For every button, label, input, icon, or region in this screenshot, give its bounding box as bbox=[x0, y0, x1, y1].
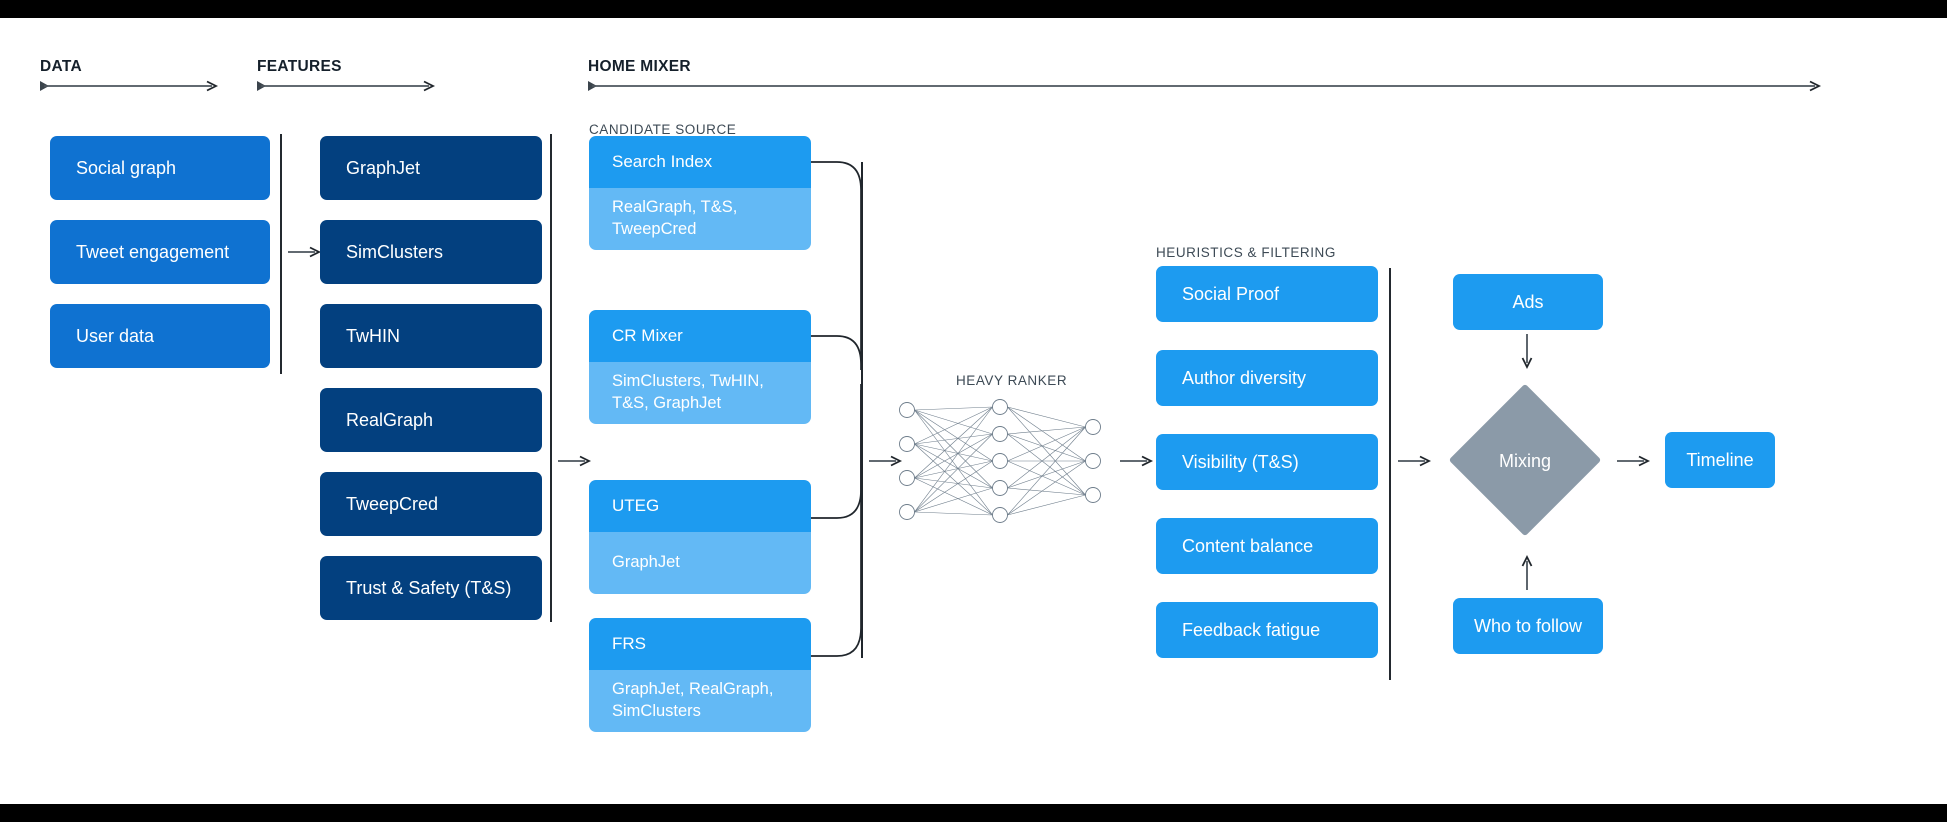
candidate-sources-brace bbox=[811, 158, 931, 658]
feature-box-label: TweepCred bbox=[346, 493, 439, 514]
candidate-source-card-search-index[interactable]: Search Index RealGraph, T&S, TweepCred bbox=[589, 136, 811, 250]
data-axis-arrow bbox=[40, 80, 220, 92]
feature-box-label: TwHIN bbox=[346, 325, 400, 346]
candidate-source-card-frs[interactable]: FRS GraphJet, RealGraph, SimClusters bbox=[589, 618, 811, 732]
output-box-who-to-follow[interactable]: Who to follow bbox=[1453, 598, 1603, 654]
candidate-source-card-cr-mixer[interactable]: CR Mixer SimClusters, TwHIN, T&S, GraphJ… bbox=[589, 310, 811, 424]
heuristic-box-label: Author diversity bbox=[1182, 367, 1307, 388]
data-box-label: User data bbox=[76, 325, 155, 346]
candidate-source-features: RealGraph, T&S, TweepCred bbox=[589, 188, 811, 250]
sublabel-heavy-ranker: HEAVY RANKER bbox=[956, 373, 1068, 388]
heuristic-box-feedback-fatigue[interactable]: Feedback fatigue bbox=[1156, 602, 1378, 658]
arrow-mixing-to-timeline bbox=[1617, 455, 1651, 467]
features-axis-arrow bbox=[257, 80, 437, 92]
divider-features-homemixer bbox=[550, 134, 552, 622]
candidate-source-name: UTEG bbox=[589, 480, 811, 532]
output-box-ads[interactable]: Ads bbox=[1453, 274, 1603, 330]
arrow-features-to-candidates bbox=[558, 455, 592, 467]
candidate-source-name: Search Index bbox=[589, 136, 811, 188]
heuristic-box-author-diversity[interactable]: Author diversity bbox=[1156, 350, 1378, 406]
feature-box-label: GraphJet bbox=[346, 157, 421, 178]
feature-box-label: Trust & Safety (T&S) bbox=[346, 577, 512, 598]
heuristic-box-label: Feedback fatigue bbox=[1182, 619, 1321, 640]
top-letterbox-bar bbox=[0, 0, 1947, 18]
heuristic-box-visibility[interactable]: Visibility (T&S) bbox=[1156, 434, 1378, 490]
bottom-letterbox-bar bbox=[0, 804, 1947, 822]
arrow-data-to-features bbox=[288, 246, 322, 258]
heavy-ranker-network bbox=[895, 396, 1110, 526]
home-mixer-axis-arrow bbox=[588, 80, 1823, 92]
section-header-home-mixer: HOME MIXER bbox=[588, 58, 691, 75]
candidate-source-features: GraphJet, RealGraph, SimClusters bbox=[589, 670, 811, 732]
brace-spine bbox=[861, 162, 863, 658]
arrow-ads-to-mixing bbox=[1521, 334, 1533, 370]
feature-box-realgraph[interactable]: RealGraph bbox=[320, 388, 542, 452]
candidate-source-features: GraphJet bbox=[589, 532, 811, 594]
sublabel-candidate-source: CANDIDATE SOURCE bbox=[589, 122, 737, 137]
candidate-source-features: SimClusters, TwHIN, T&S, GraphJet bbox=[589, 362, 811, 424]
section-header-data: DATA bbox=[40, 58, 82, 75]
data-box-label: Tweet engagement bbox=[76, 241, 230, 262]
output-box-label: Timeline bbox=[1686, 449, 1754, 470]
candidate-source-name: CR Mixer bbox=[589, 310, 811, 362]
mixing-label: Mixing bbox=[1498, 450, 1551, 471]
diagram-canvas: DATA FEATURES HOME MIXER CANDIDATE SOURC… bbox=[0, 18, 1947, 804]
candidate-source-card-uteg[interactable]: UTEG GraphJet bbox=[589, 480, 811, 594]
output-box-timeline[interactable]: Timeline bbox=[1665, 432, 1775, 488]
feature-box-trust-safety[interactable]: Trust & Safety (T&S) bbox=[320, 556, 542, 620]
candidate-source-name: FRS bbox=[589, 618, 811, 670]
feature-box-graphjet[interactable]: GraphJet bbox=[320, 136, 542, 200]
data-box-user-data[interactable]: User data bbox=[50, 304, 270, 368]
output-box-label: Who to follow bbox=[1473, 615, 1583, 636]
divider-heuristics-output bbox=[1389, 268, 1391, 680]
heuristic-box-label: Visibility (T&S) bbox=[1182, 451, 1299, 472]
heuristic-box-label: Social Proof bbox=[1182, 283, 1280, 304]
data-box-tweet-engagement[interactable]: Tweet engagement bbox=[50, 220, 270, 284]
data-box-social-graph[interactable]: Social graph bbox=[50, 136, 270, 200]
sublabel-heuristics: HEURISTICS & FILTERING bbox=[1156, 245, 1336, 260]
arrow-ranker-to-heuristics bbox=[1120, 455, 1154, 467]
feature-box-twhin[interactable]: TwHIN bbox=[320, 304, 542, 368]
output-box-label: Ads bbox=[1512, 291, 1544, 312]
heuristic-box-social-proof[interactable]: Social Proof bbox=[1156, 266, 1378, 322]
feature-box-label: SimClusters bbox=[346, 241, 444, 262]
arrow-heuristics-to-mixing bbox=[1398, 455, 1432, 467]
feature-box-tweepcred[interactable]: TweepCred bbox=[320, 472, 542, 536]
arrow-candidates-to-ranker bbox=[869, 455, 903, 467]
feature-box-label: RealGraph bbox=[346, 409, 434, 430]
heuristic-box-label: Content balance bbox=[1182, 535, 1314, 556]
section-header-features: FEATURES bbox=[257, 58, 342, 75]
heuristic-box-content-balance[interactable]: Content balance bbox=[1156, 518, 1378, 574]
arrow-whotofollow-to-mixing bbox=[1521, 554, 1533, 590]
divider-data-features bbox=[280, 134, 282, 374]
feature-box-simclusters[interactable]: SimClusters bbox=[320, 220, 542, 284]
data-box-label: Social graph bbox=[76, 157, 177, 178]
